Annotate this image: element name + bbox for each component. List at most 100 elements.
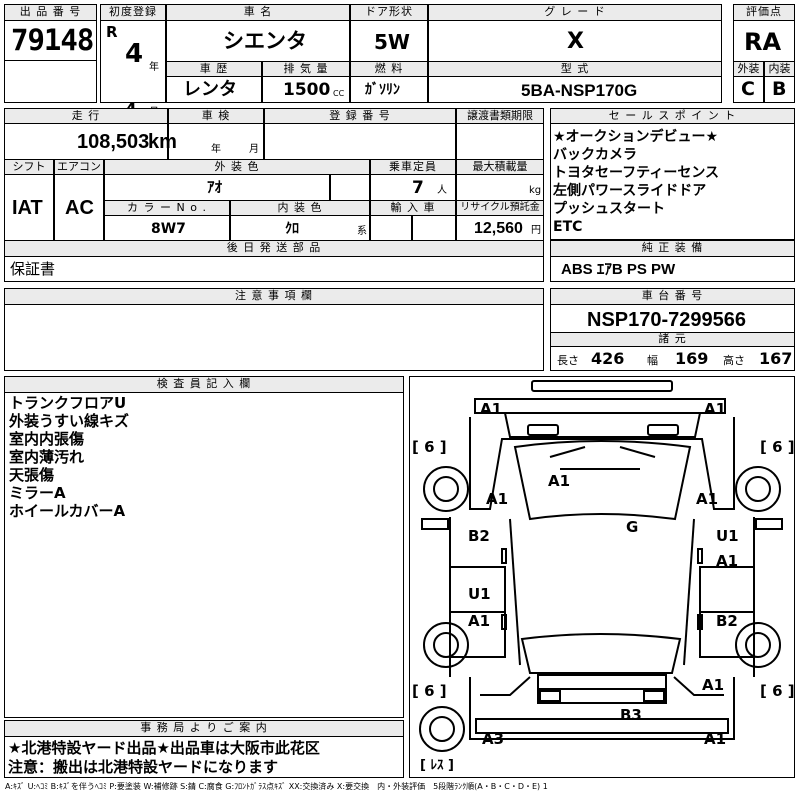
first-reg-box: R 4 年 4 月 [100,20,166,119]
inspection-box: 年 月 [168,123,264,160]
capacity-value: 7 [412,178,424,198]
import-label: 輸 入 車 [370,200,456,216]
notes-box [4,304,544,371]
sales-point-list: ★オークションデビュー★バックカメラトヨタセーフティーセンス左側パワースライドド… [553,128,719,236]
door-box: 5W [350,20,428,62]
inspector-label: 検 査 員 記 入 欄 [4,376,404,393]
inspection-label: 車 検 [168,108,264,124]
kg-unit: kg [529,185,542,196]
rating-value: RA [744,28,782,56]
office-note-item: ★北港特設ヤード出品★出品車は大阪市此花区 [8,739,320,757]
dimensions-label: 諸 元 [550,332,795,347]
era-value: R [106,23,118,41]
rating-label: 評価点 [733,4,795,21]
car-outline-diagram [419,380,783,752]
cc-unit: CC [333,89,345,98]
shift-label: シフト [4,159,54,175]
sales-point-item: 左側パワースライドドア [553,183,707,199]
shift-value: IAT [12,197,43,219]
mileage-value: 108,503 [77,131,150,153]
aircon-value: AC [65,197,94,219]
car-name-box: シエンタ [166,20,350,62]
damage-mark: A1 [486,490,509,508]
mileage-box: 108,503 km [4,123,177,160]
later-parts-box: 保証書 [4,256,544,282]
dimensions-box: 長さ 426 幅 169 高さ 167 [550,346,795,371]
grade-box: X [428,20,722,62]
transfer-doc-box [456,123,544,160]
exterior-box: C [733,76,764,103]
later-parts-label: 後 日 発 送 部 品 [4,240,544,257]
damage-mark: A1 [704,400,727,418]
yen-unit: 円 [531,225,541,236]
max-load-box: kg [456,174,544,201]
damage-mark: U1 [468,585,491,603]
inspector-note-item: 室内内張傷 [9,430,85,448]
exterior-value: C [741,78,755,100]
interior-label: 内装 [764,61,795,77]
sales-point-item: ETC [553,219,583,235]
interior-box: B [764,76,795,103]
sales-point-item: トヨタセーフティーセンス [553,165,720,181]
history-box: レンタ [166,76,262,103]
office-note-item: 注意：搬出は北港特設ヤードになります [8,758,279,776]
year-unit: 年 [149,62,159,73]
history-value: レンタ [183,79,237,100]
length-value: 426 [591,349,625,368]
displacement-label: 排 気 量 [262,61,350,77]
chassis-no-box: NSP170-7299566 [550,304,795,333]
genuine-box: ABS ｴｱB PS PW [550,256,795,282]
fuel-box: ｶﾞｿﾘﾝ [350,76,428,103]
legend-text: A:ｷｽﾞ U:ﾍｺﾐ B:ｷｽﾞを伴うﾍｺﾐ P:要塗装 W:補修跡 S:錆 … [5,782,548,791]
exterior-label: 外装 [733,61,764,77]
ext-color-box: ｱｵ [104,174,330,201]
ext-color-label: 外 装 色 [104,159,370,175]
history-label: 車 歴 [166,61,262,77]
width-value: 169 [675,349,709,368]
inspection-year-unit: 年 [211,144,221,155]
color-no-box: 8W7 [104,215,230,241]
lot-no-value: 79148 [11,23,94,57]
year-value: 4 [125,39,144,69]
capacity-label: 乗車定員 [370,159,456,175]
lot-no-label: 出 品 番 号 [4,4,97,21]
height-unit: 高さ [723,354,745,367]
color-no-value: 8W7 [151,221,186,237]
office-label: 事 務 局 よ り ご 案 内 [4,720,404,737]
width-unit: 幅 [647,354,658,367]
transfer-doc-label: 譲渡書類期限 [456,108,544,124]
genuine-label: 純 正 装 備 [550,240,795,257]
rating-box: RA [733,20,795,62]
inspector-note-item: 天張傷 [9,466,55,484]
model-value: 5BA-NSP170G [521,81,638,100]
door-value: 5W [374,30,410,54]
model-box: 5BA-NSP170G [428,76,722,103]
int-color-label: 内 装 色 [230,200,370,216]
import-box-2 [412,215,456,241]
office-box: ★北港特設ヤード出品★出品車は大阪市此花区注意：搬出は北港特設ヤードになります [4,736,404,778]
max-load-label: 最大積載量 [456,159,544,175]
lot-no-box: 79148 [4,20,97,61]
capacity-box: 7 人 [370,174,456,201]
sales-point-item: ★オークションデビュー★ [553,129,719,145]
inspection-month-unit: 月 [249,144,259,155]
mileage-label: 走 行 [4,108,168,124]
damage-mark: A1 [702,676,725,694]
length-unit: 長さ [557,354,579,367]
sales-point-box: ★オークションデビュー★バックカメラトヨタセーフティーセンス左側パワースライドド… [550,123,795,240]
tire-mark-front-right: [ 6 ] [760,438,795,456]
displacement-box: 1500 CC [262,76,350,103]
damage-mark: U1 [716,527,739,545]
inspector-note-item: 室内薄汚れ [9,448,85,466]
ext-color-value: ｱｵ [207,178,223,196]
person-unit: 人 [437,185,447,196]
chassis-no-value: NSP170-7299566 [587,309,747,331]
reg-no-label: 登 録 番 号 [264,108,456,124]
damage-mark: A1 [716,552,739,570]
damage-mark: B3 [620,706,642,724]
office-notes-list: ★北港特設ヤード出品★出品車は大阪市此花区注意：搬出は北港特設ヤードになります [8,739,320,777]
damage-mark: A1 [548,472,571,490]
first-reg-label: 初度登録 [100,4,166,21]
kei-unit: 系 [357,226,367,237]
int-color-value: ｸﾛ [285,221,299,237]
